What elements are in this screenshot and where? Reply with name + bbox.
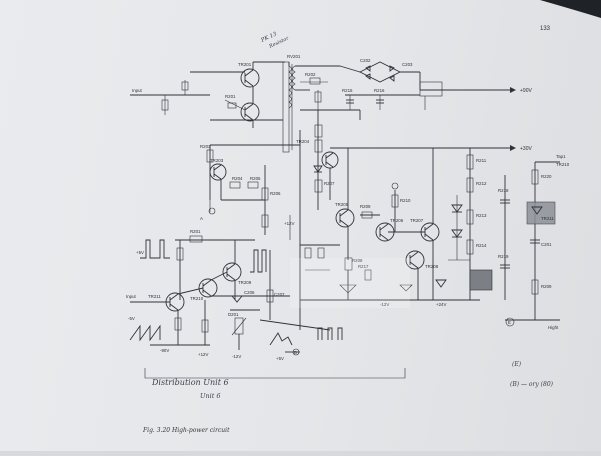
svg-text:+5V: +5V bbox=[276, 356, 284, 361]
svg-text:C201: C201 bbox=[541, 242, 552, 247]
svg-text:TR203: TR203 bbox=[210, 158, 224, 163]
t201-label: RV201 bbox=[287, 54, 301, 59]
svg-text:-90V: -90V bbox=[160, 348, 169, 353]
svg-text:R218: R218 bbox=[498, 188, 509, 193]
d201-label: C202 bbox=[360, 58, 371, 63]
svg-text:R220: R220 bbox=[541, 174, 552, 179]
d202-label: C203 bbox=[402, 62, 413, 67]
c202-label: R216 bbox=[374, 88, 385, 93]
svg-text:R204: R204 bbox=[232, 176, 243, 181]
svg-text:-5V: -5V bbox=[128, 316, 135, 321]
svg-text:R217: R217 bbox=[358, 264, 369, 269]
svg-text:R209: R209 bbox=[360, 204, 371, 209]
distribution-bracket bbox=[144, 368, 406, 379]
svg-text:TR205: TR205 bbox=[335, 202, 349, 207]
transistor-tr203: TR203 bbox=[209, 158, 227, 181]
page-number: 133 bbox=[540, 26, 551, 32]
svg-text:R206: R206 bbox=[270, 191, 281, 196]
top-right-output: +90V bbox=[520, 88, 532, 94]
svg-text:+5V: +5V bbox=[136, 250, 144, 255]
far-right-column: Tap1 TR210 R220 TR211 C201 R209 Hight E bbox=[505, 154, 570, 330]
svg-text:E: E bbox=[508, 320, 511, 325]
r201-label: R201 bbox=[225, 94, 236, 99]
node-a: A bbox=[200, 216, 203, 221]
svg-text:D201: D201 bbox=[228, 312, 239, 317]
svg-text:R211: R211 bbox=[476, 158, 487, 163]
svg-text:R210: R210 bbox=[400, 198, 411, 203]
svg-text:TR207: TR207 bbox=[410, 218, 424, 223]
top-supply-section: Input bbox=[130, 54, 532, 153]
svg-text:-12V: -12V bbox=[232, 354, 241, 359]
highlight-area bbox=[290, 258, 410, 308]
svg-text:R207: R207 bbox=[324, 181, 335, 186]
figure-caption: Fig. 3.20 High-power circuit bbox=[142, 427, 230, 434]
svg-text:R219: R219 bbox=[498, 254, 509, 259]
svg-text:C207: C207 bbox=[274, 292, 285, 297]
svg-text:TR208: TR208 bbox=[425, 264, 439, 269]
output-stage: R209 TR206 R210 TR207 TR208 R217 -12V +2… bbox=[358, 148, 480, 307]
left-input2-label: Input bbox=[126, 294, 137, 299]
c201-label: R215 bbox=[342, 88, 353, 93]
mid-right-output: +30V bbox=[520, 146, 532, 152]
tr201-label: TR201 bbox=[238, 62, 252, 67]
svg-text:R213: R213 bbox=[476, 213, 487, 218]
svg-text:TR206: TR206 bbox=[390, 218, 404, 223]
svg-text:R201: R201 bbox=[190, 229, 201, 234]
svg-text:B: B bbox=[294, 350, 297, 355]
svg-text:R208: R208 bbox=[352, 258, 363, 263]
svg-text:R209: R209 bbox=[541, 284, 552, 289]
handwritten-unit: Unit 6 bbox=[200, 392, 221, 400]
svg-text:TR209: TR209 bbox=[238, 280, 252, 285]
svg-text:R214: R214 bbox=[476, 243, 487, 248]
mid-rail: +30V R203 bbox=[200, 144, 532, 200]
handwritten-right2: (B) — ory (80) bbox=[510, 381, 554, 388]
svg-text:TR204: TR204 bbox=[296, 139, 310, 144]
left-input-label: Input bbox=[132, 88, 143, 93]
bridge-rectifier bbox=[358, 61, 402, 83]
resistor-ladder: R211 R212 R213 R214 R218 R219 bbox=[448, 148, 510, 300]
svg-text:TR211: TR211 bbox=[541, 216, 554, 221]
svg-text:+12V: +12V bbox=[284, 221, 294, 226]
r203-label: R203 bbox=[200, 144, 211, 149]
lower-left-section: +5V R201 TR209 TR210 TR211 Input C206 bbox=[126, 229, 343, 361]
handwritten-right1: (E) bbox=[512, 361, 522, 368]
transformer-t201 bbox=[282, 61, 296, 153]
bottom-right-terminal: Hight bbox=[548, 325, 559, 330]
svg-text:TR211: TR211 bbox=[148, 294, 161, 299]
binder-edge bbox=[540, 0, 601, 18]
svg-text:R212: R212 bbox=[476, 181, 487, 186]
r202-label: R202 bbox=[305, 72, 316, 77]
svg-text:R205: R205 bbox=[250, 176, 261, 181]
driver-column: TR204 R207 +12V TR205 R208 bbox=[284, 110, 410, 301]
svg-text:TR210: TR210 bbox=[556, 162, 570, 167]
svg-text:-12V: -12V bbox=[380, 302, 389, 307]
handwritten-distribution: Distribution Unit 6 bbox=[151, 378, 229, 387]
svg-text:C206: C206 bbox=[244, 290, 255, 295]
svg-text:TR210: TR210 bbox=[190, 296, 204, 301]
svg-text:+12V: +12V bbox=[198, 352, 208, 357]
svg-text:+24V: +24V bbox=[436, 302, 446, 307]
svg-text:Tap1: Tap1 bbox=[556, 154, 566, 159]
